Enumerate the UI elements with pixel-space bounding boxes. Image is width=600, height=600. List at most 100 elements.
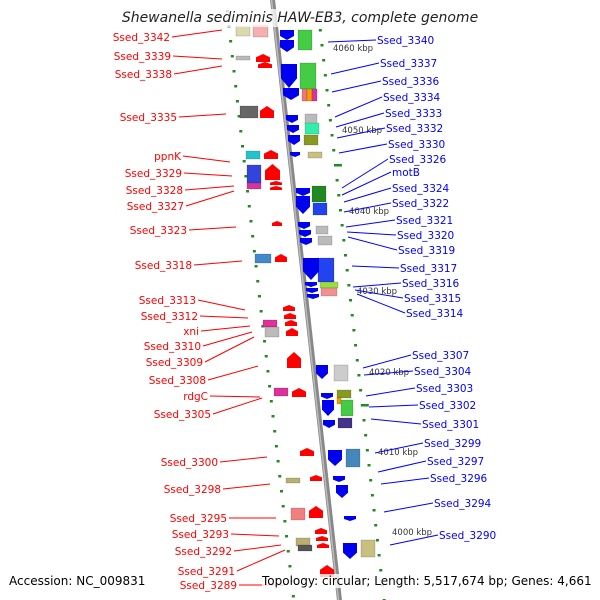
position-dash — [374, 524, 378, 527]
gene-label[interactable]: ppnK — [154, 151, 182, 163]
gene-label[interactable]: Ssed_3326 — [389, 154, 447, 166]
forward-gene-arrow-icon — [316, 536, 328, 541]
gene-box — [311, 88, 318, 102]
genome-summary-text: Topology: circular; Length: 5,517,674 bp… — [262, 574, 592, 588]
reverse-gene-arrow-icon — [316, 365, 328, 379]
gene-label[interactable]: Ssed_3335 — [120, 112, 177, 124]
reverse-gene-arrow-icon — [298, 222, 310, 229]
label-leader-line — [171, 29, 223, 38]
gene-label[interactable]: Ssed_3315 — [404, 293, 461, 305]
gene-label[interactable]: Ssed_3317 — [400, 263, 457, 275]
gene-label[interactable]: Ssed_3303 — [416, 383, 473, 395]
label-leader-line — [352, 282, 402, 288]
gene-label[interactable]: Ssed_3302 — [419, 400, 476, 412]
reverse-gene-arrow-icon — [328, 450, 342, 466]
gene-box — [319, 281, 339, 289]
gene-label[interactable]: Ssed_3327 — [127, 201, 184, 213]
label-leader-line — [341, 171, 392, 196]
gene-label[interactable]: Ssed_3329 — [125, 168, 182, 180]
gene-box — [301, 88, 308, 102]
gene-label[interactable]: Ssed_3304 — [414, 366, 472, 378]
gene-label[interactable]: Ssed_3294 — [434, 498, 492, 510]
gene-label[interactable]: Ssed_3342 — [113, 32, 170, 44]
gene-label[interactable]: Ssed_3290 — [439, 530, 496, 542]
label-leader-line — [173, 65, 223, 75]
position-dash — [352, 329, 356, 332]
gene-label[interactable]: Ssed_3316 — [402, 278, 460, 290]
gene-label[interactable]: Ssed_3300 — [161, 457, 218, 469]
position-dash — [335, 179, 339, 182]
gene-label[interactable]: Ssed_3301 — [422, 419, 479, 431]
gene-label[interactable]: Ssed_3314 — [406, 308, 464, 320]
reverse-gene-arrow-icon — [296, 196, 310, 214]
gene-label[interactable]: Ssed_3308 — [149, 375, 206, 387]
reverse-gene-arrow-icon — [307, 294, 319, 299]
right-gene-labels: Ssed_3340Ssed_3337Ssed_3336Ssed_3334Ssed… — [327, 35, 496, 546]
position-dash — [240, 145, 244, 148]
reverse-gene-arrow-icon — [299, 230, 311, 237]
label-leader-line — [230, 533, 280, 537]
gene-label[interactable]: motB — [392, 167, 420, 179]
gene-label[interactable]: Ssed_3330 — [388, 139, 445, 151]
label-leader-line — [336, 127, 386, 139]
gene-label[interactable]: Ssed_3340 — [377, 35, 434, 47]
position-dash — [246, 190, 250, 193]
gene-label[interactable]: Ssed_3339 — [114, 51, 171, 63]
gene-features — [235, 24, 376, 577]
gene-label[interactable]: Ssed_3289 — [180, 580, 237, 592]
gene-label[interactable]: Ssed_3318 — [135, 260, 192, 272]
gene-label[interactable]: Ssed_3324 — [392, 183, 450, 195]
gene-box — [299, 62, 317, 90]
gene-label[interactable]: Ssed_3297 — [427, 456, 484, 468]
gene-box — [254, 253, 272, 264]
gene-label[interactable]: Ssed_3298 — [164, 484, 221, 496]
gene-label[interactable]: Ssed_3322 — [392, 198, 449, 210]
gene-label[interactable]: Ssed_3321 — [396, 215, 453, 227]
gene-label[interactable]: Ssed_3336 — [382, 76, 440, 88]
gene-label[interactable]: Ssed_3295 — [170, 513, 227, 525]
gene-label[interactable]: Ssed_3338 — [115, 69, 172, 81]
position-dash — [252, 250, 256, 253]
gene-label[interactable]: Ssed_3305 — [154, 409, 211, 421]
position-dash — [377, 554, 381, 557]
gene-label[interactable]: Ssed_3319 — [398, 245, 455, 257]
gene-label[interactable]: Ssed_3333 — [385, 108, 442, 120]
gene-label[interactable]: Ssed_3292 — [175, 546, 232, 558]
reverse-gene-arrow-icon — [343, 543, 357, 559]
position-dash — [229, 40, 233, 43]
label-leader-line — [193, 260, 243, 266]
position-dash — [320, 44, 324, 47]
reverse-gene-arrow-icon — [287, 125, 299, 133]
gene-label[interactable]: Ssed_3310 — [144, 341, 201, 353]
gene-label[interactable]: Ssed_3337 — [380, 58, 437, 70]
gene-label[interactable]: Ssed_3328 — [126, 185, 183, 197]
forward-gene-arrow-icon — [283, 305, 295, 311]
gene-label[interactable]: Ssed_3293 — [172, 529, 229, 541]
label-leader-line — [207, 365, 259, 381]
gene-label[interactable]: Ssed_3291 — [178, 566, 235, 578]
gene-label[interactable]: Ssed_3323 — [130, 225, 187, 237]
scale-tick-label: 4060 kbp — [333, 44, 373, 54]
gene-label[interactable]: Ssed_3334 — [383, 92, 441, 104]
reverse-gene-arrow-icon — [323, 420, 335, 428]
forward-gene-arrow-icon — [270, 181, 282, 185]
position-dash — [379, 569, 383, 572]
position-dash — [372, 509, 376, 512]
reverse-gene-arrow-icon — [303, 258, 319, 280]
gene-label[interactable]: Ssed_3332 — [386, 123, 443, 135]
position-dash — [359, 389, 363, 392]
gene-label[interactable]: Ssed_3299 — [424, 438, 481, 450]
gene-label[interactable]: Ssed_3313 — [139, 295, 196, 307]
label-leader-line — [197, 299, 246, 311]
gene-label[interactable]: rdgC — [183, 391, 208, 403]
gene-label[interactable]: Ssed_3307 — [412, 350, 469, 362]
reverse-gene-arrow-icon — [290, 152, 300, 157]
gene-label[interactable]: Ssed_3312 — [141, 311, 198, 323]
gene-label[interactable]: Ssed_3320 — [397, 230, 454, 242]
label-leader-line — [222, 483, 271, 490]
position-dash — [330, 134, 334, 137]
gene-label[interactable]: Ssed_3309 — [146, 357, 203, 369]
gene-label[interactable]: xni — [183, 326, 199, 338]
gene-label[interactable]: Ssed_3296 — [430, 473, 488, 485]
label-leader-line — [219, 456, 268, 463]
